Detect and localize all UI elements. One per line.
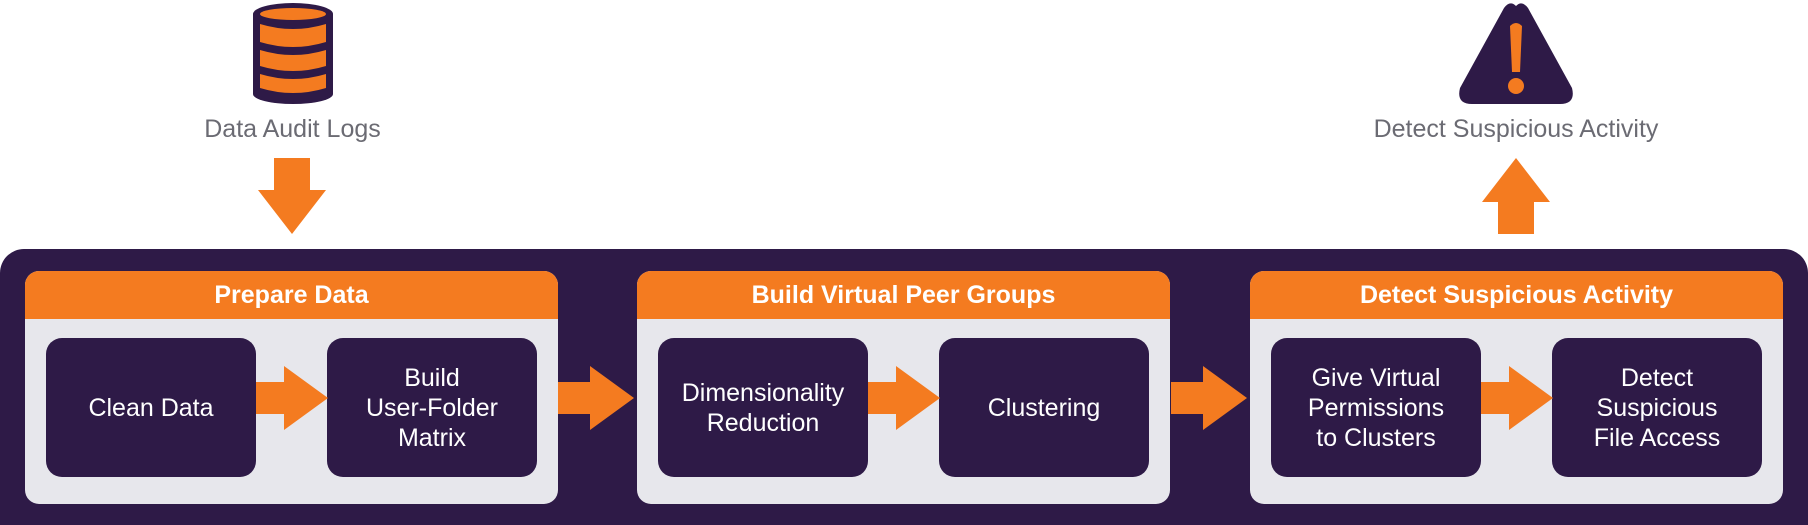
database-icon [253,3,333,104]
step-detect-suspicious-file-access: Detect Suspicious File Access [1552,338,1762,477]
step-give-virtual-permissions: Give Virtual Permissions to Clusters [1271,338,1481,477]
output-label: Detect Suspicious Activity [1373,115,1659,143]
step-label: Clustering [987,393,1101,422]
step-label: Build User-Folder Matrix [366,363,498,452]
arrow-right-icon [1481,366,1553,430]
step-label: Give Virtual Permissions to Clusters [1307,363,1445,452]
step-build-user-folder-matrix: Build User-Folder Matrix [327,338,537,477]
arrow-down-icon [258,158,326,234]
arrow-right-icon [1171,366,1247,430]
input-label: Data Audit Logs [204,115,381,143]
step-dimensionality-reduction: Dimensionality Reduction [658,338,868,477]
step-label: Clean Data [88,393,214,422]
arrow-up-icon [1482,158,1550,234]
step-clustering: Clustering [939,338,1149,477]
arrow-right-icon [868,366,940,430]
stage-prepare-data: Prepare Data Clean Data Build User-Folde… [25,271,558,504]
arrow-right-icon [558,366,634,430]
warning-icon [1459,3,1573,104]
stage-title: Build Virtual Peer Groups [637,271,1170,319]
arrow-right-icon [256,366,328,430]
step-clean-data: Clean Data [46,338,256,477]
step-label: Detect Suspicious File Access [1593,363,1721,452]
stage-title: Prepare Data [25,271,558,319]
stage-title: Detect Suspicious Activity [1250,271,1783,319]
step-label: Dimensionality Reduction [681,378,845,437]
